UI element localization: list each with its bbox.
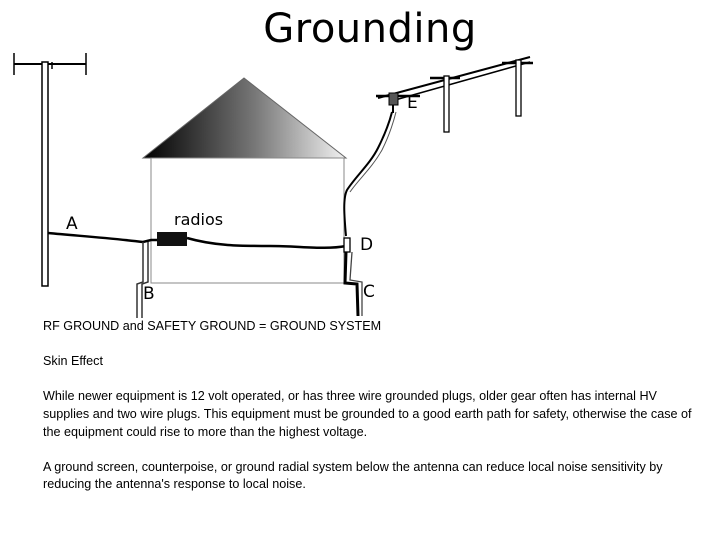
antenna-feedline [343,111,393,237]
antenna-array [376,56,533,133]
radio-ground-wire [186,236,347,250]
ground-block-d [343,237,351,253]
label-e: E [407,93,418,113]
skin-effect-line: Skin Effect [43,354,103,369]
slide-body: RF GROUND and SAFETY GROUND = GROUND SYS… [43,318,703,512]
equipment-paragraph: While newer equipment is 12 volt operate… [43,389,692,439]
house-wall [150,157,345,284]
ground-rod-b [136,242,149,318]
label-c: C [363,282,375,302]
ground-system-line: RF GROUND and SAFETY GROUND = GROUND SYS… [43,319,382,333]
house-roof [141,77,348,159]
label-b: B [143,284,155,304]
utility-pole [13,53,87,287]
label-radios: radios [174,210,223,229]
label-a: A [66,214,78,234]
slide-title: Grounding [263,6,477,52]
label-d: D [360,235,373,255]
ground-rod-c [343,251,360,317]
ground-screen-paragraph: A ground screen, counterpoise, or ground… [43,459,663,492]
radio-unit [157,232,187,246]
ground-wire-a [47,231,157,244]
